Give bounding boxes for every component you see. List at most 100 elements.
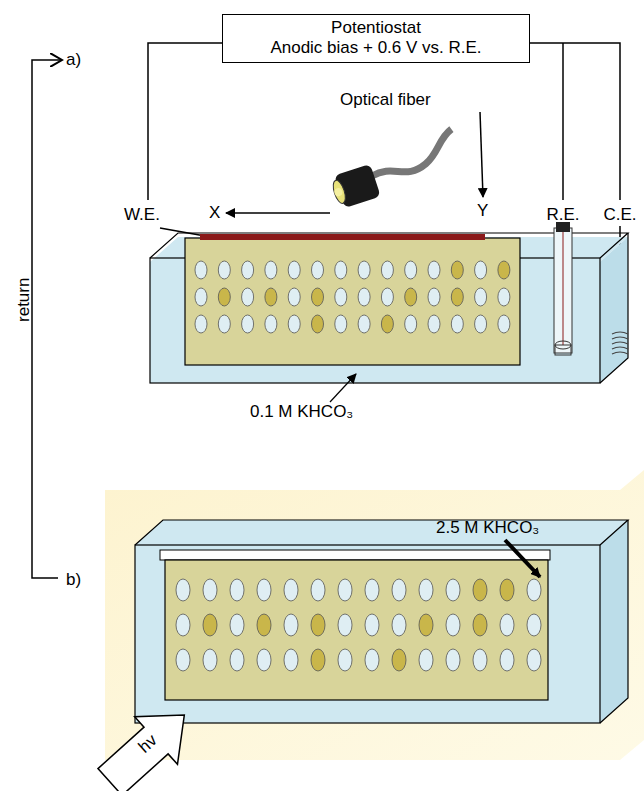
sample-spot <box>365 649 379 671</box>
sample-spot <box>446 579 460 601</box>
sample-spot <box>527 614 541 636</box>
sample-spot <box>419 649 433 671</box>
sample-spot <box>195 261 207 279</box>
sample-spot <box>451 315 463 333</box>
sample-spot <box>203 649 217 671</box>
instrument-setting: Anodic bias + 0.6 V vs. R.E. <box>229 38 523 58</box>
sample-spot <box>527 649 541 671</box>
sample-spot <box>475 261 487 279</box>
sample-spot <box>498 315 510 333</box>
sample-spot <box>338 579 352 601</box>
sample-spot <box>392 649 406 671</box>
sample-spot <box>195 315 207 333</box>
sample-spot <box>176 614 190 636</box>
x-arrow <box>226 212 330 214</box>
electrolyte-name: 0.1 M KHCO₃ <box>250 402 353 422</box>
instrument-title: Potentiostat <box>229 18 523 38</box>
sample-spot <box>419 614 433 636</box>
light-arrow <box>89 691 206 791</box>
sample-spot <box>451 261 463 279</box>
sample-spot <box>335 288 347 306</box>
sample-spot <box>358 315 370 333</box>
sample-spot <box>446 649 460 671</box>
sample-spot <box>381 261 393 279</box>
sample-spot <box>365 579 379 601</box>
part-name: Optical fiber <box>340 90 431 110</box>
sample-spot <box>203 579 217 601</box>
sample-spot <box>473 579 487 601</box>
sample-spot <box>312 288 324 306</box>
sample-spot <box>312 261 324 279</box>
sample-spot <box>242 315 254 333</box>
electrode-name: C.E. <box>603 205 636 225</box>
sample-spot <box>446 614 460 636</box>
sample-spot <box>284 614 298 636</box>
sample-spot <box>475 288 487 306</box>
leader-arrow <box>330 374 356 402</box>
sample-spot <box>405 261 417 279</box>
sample-spot <box>284 649 298 671</box>
electrochemical-cell <box>150 222 628 383</box>
sample-spot <box>312 315 324 333</box>
leader-arrow <box>505 540 540 577</box>
illumination-cell <box>105 470 644 760</box>
sample-spot <box>288 315 300 333</box>
axis-name: X <box>209 203 220 223</box>
sample-spot <box>335 261 347 279</box>
return-bracket <box>32 60 62 578</box>
sample-spot <box>335 315 347 333</box>
sample-spot <box>419 579 433 601</box>
step-note: return <box>14 278 34 322</box>
sample-spot <box>257 614 271 636</box>
axis-name: Y <box>477 201 488 221</box>
instrument-box: PotentiostatAnodic bias + 0.6 V vs. R.E. <box>222 14 530 63</box>
sample-spot <box>288 261 300 279</box>
sample-spot <box>498 261 510 279</box>
sample-spot <box>265 261 277 279</box>
sample-spot <box>338 614 352 636</box>
sample-spot <box>527 579 541 601</box>
sample-spot <box>473 614 487 636</box>
sample-spot <box>265 288 277 306</box>
sample-spot <box>257 579 271 601</box>
sample-spot <box>218 315 230 333</box>
sample-spot <box>451 288 463 306</box>
sample-spot <box>381 288 393 306</box>
sample-spot <box>176 649 190 671</box>
sample-spot <box>203 614 217 636</box>
sample-spot <box>358 261 370 279</box>
sample-spot <box>218 288 230 306</box>
sample-spot <box>405 288 417 306</box>
sample-spot <box>218 261 230 279</box>
sample-spot <box>257 649 271 671</box>
sample-spot <box>392 579 406 601</box>
sample-spot <box>311 614 325 636</box>
sample-spot <box>242 288 254 306</box>
sample-spot <box>498 288 510 306</box>
sample-spot <box>311 579 325 601</box>
sample-spot <box>428 288 440 306</box>
sample-spot <box>338 649 352 671</box>
electrode-name: R.E. <box>546 205 579 225</box>
sample-spot <box>265 315 277 333</box>
sample-spot <box>230 579 244 601</box>
sample-spot <box>381 315 393 333</box>
sample-spot <box>405 315 417 333</box>
panel-label: b) <box>66 570 81 590</box>
sample-spot <box>230 649 244 671</box>
sample-spot <box>473 649 487 671</box>
sample-spot <box>475 315 487 333</box>
sample-spot <box>428 261 440 279</box>
optical-fiber <box>327 129 465 209</box>
sample-spot <box>176 579 190 601</box>
sample-spot <box>195 288 207 306</box>
sample-spot <box>392 614 406 636</box>
sample-spot <box>500 614 514 636</box>
sample-spot <box>428 315 440 333</box>
sample-spot <box>242 261 254 279</box>
sample-spot <box>358 288 370 306</box>
y-arrow <box>480 112 483 197</box>
electrolyte-name: 2.5 M KHCO₃ <box>436 518 539 538</box>
sample-spot <box>500 579 514 601</box>
